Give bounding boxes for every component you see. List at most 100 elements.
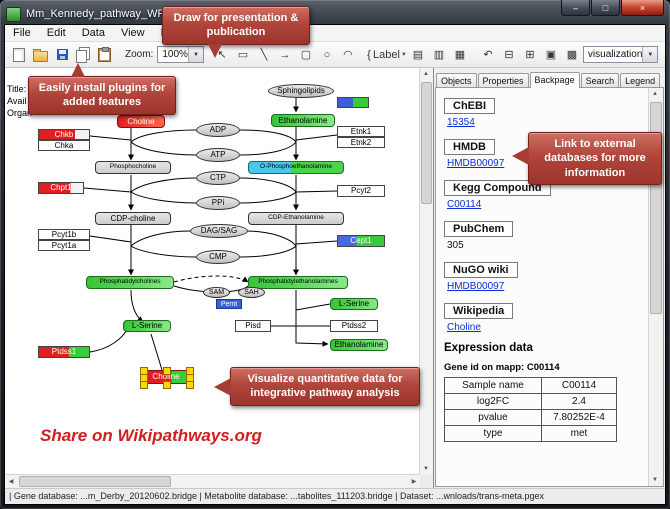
pathway-node-pisd[interactable]: Pisd	[235, 320, 271, 332]
pathway-node-dag-sag[interactable]: DAG/SAG	[190, 224, 248, 238]
chevron-down-icon[interactable]: ▼	[642, 47, 658, 62]
selection-handle[interactable]	[140, 381, 148, 389]
scroll-left-icon[interactable]: ◀	[8, 478, 14, 485]
pathway-node-cmp[interactable]: CMP	[196, 250, 240, 264]
align-horizontal-button[interactable]: ⊟	[499, 45, 519, 65]
external-database-link[interactable]: HMDB00097	[447, 281, 505, 292]
arrow-tool-button[interactable]: →	[275, 45, 295, 65]
pathway-node-l-serine[interactable]: L-Serine	[330, 298, 378, 310]
pathway-node-pemt[interactable]: Pemt	[216, 299, 242, 309]
new-file-button[interactable]	[9, 45, 29, 65]
scroll-up-icon[interactable]: ▲	[652, 91, 658, 97]
pathway-data-strip[interactable]	[337, 97, 369, 108]
pathway-node-phosphocholine[interactable]: Phosphocholine	[95, 161, 171, 174]
scrollbar-thumb[interactable]	[421, 82, 432, 204]
pathway-node-etnk1[interactable]: Etnk1	[337, 126, 385, 137]
pathway-node-cdp-choline[interactable]: CDP-choline	[95, 212, 171, 225]
pathway-node-pcyt1b[interactable]: Pcyt1b	[38, 229, 90, 240]
scroll-right-icon[interactable]: ▶	[411, 478, 417, 485]
sidebar-scrollbar[interactable]: ▲ ▼	[648, 88, 663, 486]
group-button[interactable]: ▩	[562, 45, 582, 65]
menu-file[interactable]: File	[13, 27, 31, 39]
interaction-template-button[interactable]: ▦	[450, 45, 470, 65]
pathway-node-atp[interactable]: ATP	[196, 148, 240, 162]
save-button[interactable]	[52, 45, 72, 65]
selection-handle[interactable]	[163, 367, 171, 375]
menu-help[interactable]: Help	[212, 27, 236, 39]
visualization-value: visualization	[587, 49, 643, 60]
pathway-node-cdp-ethanolamine[interactable]: CDP-Ethanolamine	[248, 212, 344, 225]
pathway-node-pcyt2[interactable]: Pcyt2	[337, 185, 385, 197]
open-file-button[interactable]	[30, 45, 51, 65]
align-vertical-button[interactable]: ⊞	[520, 45, 540, 65]
scrollbar-thumb[interactable]	[650, 102, 662, 314]
selection-handle[interactable]	[163, 381, 171, 389]
external-database-link[interactable]: 15354	[447, 117, 475, 128]
label-tool-button[interactable]: Label ▼	[373, 45, 407, 65]
datanode-tool-button[interactable]: ▭	[233, 45, 253, 65]
gene-template-button[interactable]: ▤	[408, 45, 428, 65]
chevron-down-icon[interactable]: ▼	[187, 47, 203, 62]
tab-objects[interactable]: Objects	[436, 73, 477, 88]
pathway-node-chkb[interactable]: Chkb	[38, 129, 90, 140]
selection-handle[interactable]	[186, 381, 194, 389]
stack-button[interactable]: ▣	[541, 45, 561, 65]
undo-button[interactable]: ↶	[478, 45, 498, 65]
arc-tool-button[interactable]: ◠	[338, 45, 358, 65]
zoom-combobox[interactable]: 100% ▼	[157, 46, 204, 63]
pathway-node-chpt1[interactable]: Chpt1	[38, 182, 84, 194]
external-database-link[interactable]: HMDB00097	[447, 158, 505, 169]
pathway-node-sphingolipids[interactable]: Sphingolipids	[268, 84, 334, 98]
tab-search[interactable]: Search	[580, 73, 620, 88]
maximize-button[interactable]: □	[591, 0, 620, 16]
pathway-node-label: Pcyt2	[350, 186, 371, 195]
title-bar[interactable]: Mm_Kennedy_pathway_WP1771_45176.gpml –□×	[4, 0, 666, 24]
pathway-node-adp[interactable]: ADP	[196, 123, 240, 137]
pathway-node-ctp[interactable]: CTP	[196, 171, 240, 185]
canvas-horizontal-scrollbar[interactable]: ◀ ▶	[5, 474, 420, 488]
metabolite-template-button[interactable]: ▥	[429, 45, 449, 65]
pathway-node-etnk2[interactable]: Etnk2	[337, 137, 385, 148]
pathway-node-choline[interactable]: Choline	[140, 367, 194, 389]
close-button[interactable]: ×	[621, 0, 664, 16]
line-tool-button[interactable]: ╲	[254, 45, 274, 65]
scroll-down-icon[interactable]: ▼	[423, 466, 429, 472]
canvas-vertical-scrollbar[interactable]: ▲ ▼	[419, 68, 433, 475]
brace-tool-button[interactable]: {	[359, 45, 379, 65]
pathway-node-chka[interactable]: Chka	[38, 140, 90, 151]
external-database-link[interactable]: Choline	[447, 322, 481, 333]
tab-properties[interactable]: Properties	[477, 73, 529, 88]
pathway-node-phosphatidylethanolamines[interactable]: Phosphatidylethanolamines	[248, 276, 348, 289]
minimize-button[interactable]: –	[561, 0, 590, 16]
menu-edit[interactable]: Edit	[46, 27, 66, 39]
selection-tool-button[interactable]: ↖	[212, 45, 232, 65]
pathway-node-o-phosphoethanolamine[interactable]: O-Phosphoethanolamine	[248, 161, 344, 174]
scroll-up-icon[interactable]: ▲	[423, 71, 429, 77]
menu-view[interactable]: View	[120, 27, 145, 39]
copy-button[interactable]	[73, 45, 93, 65]
pathway-node-ethanolamine[interactable]: Ethanolamine	[330, 339, 388, 351]
pathway-node-pcyt1a[interactable]: Pcyt1a	[38, 240, 90, 251]
pathway-node-l-serine[interactable]: L-Serine	[123, 320, 171, 332]
pathway-node-ethanolamine[interactable]: Ethanolamine	[271, 114, 335, 127]
scroll-down-icon[interactable]: ▼	[652, 477, 658, 483]
pathway-node-phosphatidylcholines[interactable]: Phosphatidylcholines	[86, 276, 174, 289]
external-database-link[interactable]: C00114	[447, 199, 482, 210]
menu-plugins[interactable]: Plugins	[160, 27, 197, 39]
pathway-node-choline[interactable]: Choline	[117, 115, 165, 128]
tab-backpage[interactable]: Backpage	[529, 72, 580, 88]
pathway-node-ptdss2[interactable]: Ptdss2	[330, 320, 378, 332]
pathway-node-sah[interactable]: SAH	[238, 287, 265, 298]
paste-button[interactable]	[94, 45, 114, 65]
menu-data[interactable]: Data	[81, 27, 105, 39]
scrollbar-thumb[interactable]	[19, 476, 171, 487]
ellipse-tool-button[interactable]: ○	[317, 45, 337, 65]
visualization-combobox[interactable]: visualization ▼	[582, 46, 659, 63]
pathway-node-cept1[interactable]: Cept1	[337, 235, 385, 247]
tab-legend[interactable]: Legend	[620, 73, 661, 88]
pathway-node-sam[interactable]: SAM	[203, 287, 230, 298]
rectangle-tool-button[interactable]: ▢	[296, 45, 316, 65]
pathway-node-ppi[interactable]: PPi	[196, 196, 240, 210]
pathway-node-ptdss1[interactable]: Ptdss1	[38, 346, 90, 358]
